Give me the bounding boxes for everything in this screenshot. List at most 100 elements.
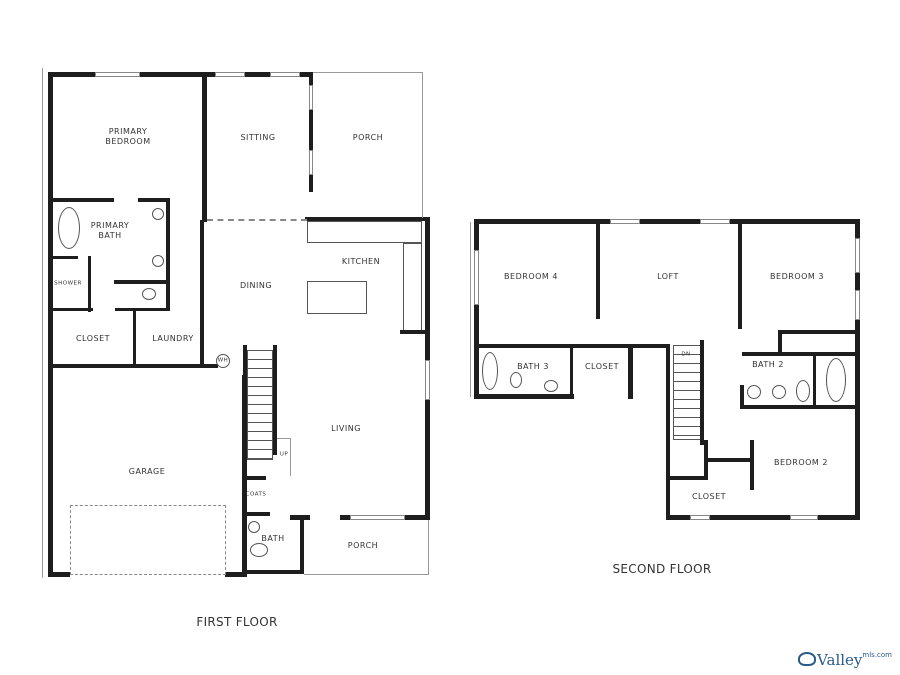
- wall: [202, 72, 207, 222]
- staircase: [247, 350, 273, 460]
- wall: [750, 440, 754, 490]
- wall: [666, 515, 860, 520]
- wall: [666, 344, 670, 520]
- room-label-bedroom-4: BEDROOM 4: [504, 272, 558, 281]
- room-label-dn: DN: [681, 351, 691, 358]
- room-label-primary-bath: PRIMARY BATH: [90, 221, 130, 240]
- window: [215, 72, 245, 77]
- counter: [307, 221, 422, 243]
- water-heater-icon: [216, 354, 230, 368]
- swoosh-icon: [798, 652, 817, 666]
- wall: [133, 308, 136, 366]
- wall: [570, 348, 573, 398]
- wall: [48, 572, 70, 577]
- opening: [207, 219, 307, 221]
- room-label-garage: GARAGE: [128, 467, 166, 476]
- window: [309, 150, 313, 175]
- room-label-up: UP: [279, 451, 289, 458]
- room-label-sitting: SITTING: [240, 133, 276, 142]
- bathtub-icon: [482, 352, 498, 390]
- room-label-laundry: LAUNDRY: [152, 334, 194, 343]
- logo-suffix: mls.com: [862, 651, 892, 659]
- window: [270, 72, 300, 77]
- wall: [666, 476, 706, 480]
- sink-icon: [152, 255, 164, 267]
- room-label-bedroom-2: BEDROOM 2: [774, 458, 828, 467]
- window: [309, 85, 313, 110]
- room-label-porch-front: PORCH: [347, 541, 379, 550]
- wall: [474, 394, 574, 399]
- window: [95, 72, 140, 77]
- wall: [813, 352, 816, 407]
- counter: [403, 243, 422, 331]
- garage-door: [70, 505, 226, 575]
- room-label-shower: SHOWER: [54, 280, 82, 287]
- wall: [300, 518, 304, 574]
- room-label-bath-3: BATH 3: [517, 362, 549, 371]
- wall: [778, 330, 858, 334]
- wall: [740, 405, 858, 409]
- porch-edge: [304, 574, 429, 575]
- porch-edge: [313, 72, 423, 73]
- toilet-icon: [142, 288, 156, 300]
- room-label-porch-rear: PORCH: [352, 133, 384, 142]
- siding-line: [470, 222, 471, 397]
- wall: [305, 217, 430, 221]
- porch-edge: [422, 72, 423, 218]
- rail: [277, 438, 291, 439]
- room-label-closet-bed2: CLOSET: [691, 492, 727, 501]
- wall: [706, 458, 752, 462]
- wall: [400, 330, 428, 334]
- wall: [596, 219, 600, 319]
- wall: [115, 308, 170, 311]
- wall: [242, 375, 247, 575]
- valleymls-logo: Valleymls.com: [798, 651, 892, 669]
- room-label-closet: CLOSET: [75, 334, 111, 343]
- floor-title-second: SECOND FLOOR: [612, 562, 712, 576]
- room-label-bath-2: BATH 2: [752, 360, 784, 369]
- wall: [243, 345, 247, 375]
- room-label-primary-bedroom: PRIMARY BEDROOM: [105, 127, 151, 146]
- room-label-kitchen: KITCHEN: [341, 257, 381, 266]
- wall: [48, 308, 93, 311]
- wall: [700, 340, 704, 445]
- toilet-icon: [250, 543, 268, 557]
- room-label-coats: COATS: [245, 491, 267, 498]
- wall: [244, 476, 266, 480]
- room-label-bedroom-3: BEDROOM 3: [770, 272, 824, 281]
- toilet-icon: [796, 380, 810, 402]
- wall: [290, 515, 310, 520]
- kitchen-island: [307, 281, 367, 314]
- bathtub-icon: [58, 207, 80, 249]
- room-label-bath: BATH: [261, 534, 285, 543]
- wall: [738, 219, 742, 329]
- room-label-wh: WH: [217, 357, 229, 364]
- sink-icon: [772, 385, 786, 399]
- wall: [474, 219, 859, 224]
- wall: [740, 385, 744, 409]
- window: [700, 219, 730, 224]
- sink-icon: [152, 208, 164, 220]
- wall: [855, 219, 860, 519]
- wall: [778, 330, 782, 355]
- wall: [48, 198, 114, 202]
- rail: [290, 438, 291, 476]
- room-label-closet-2f: CLOSET: [584, 362, 620, 371]
- sink-icon: [747, 385, 761, 399]
- room-label-loft: LOFT: [657, 272, 679, 281]
- wall: [225, 572, 247, 577]
- window: [610, 219, 640, 224]
- floor-title-first: FIRST FLOOR: [196, 615, 278, 629]
- room-label-living: LIVING: [331, 424, 361, 433]
- window: [474, 250, 479, 305]
- window: [855, 238, 860, 273]
- wall: [48, 256, 78, 259]
- wall: [138, 198, 170, 202]
- toilet-icon: [510, 372, 522, 388]
- window: [690, 515, 710, 520]
- wall: [88, 256, 91, 312]
- room-label-dining: DINING: [239, 281, 273, 290]
- sink-icon: [544, 380, 558, 392]
- wall: [244, 570, 304, 574]
- staircase: [673, 345, 703, 440]
